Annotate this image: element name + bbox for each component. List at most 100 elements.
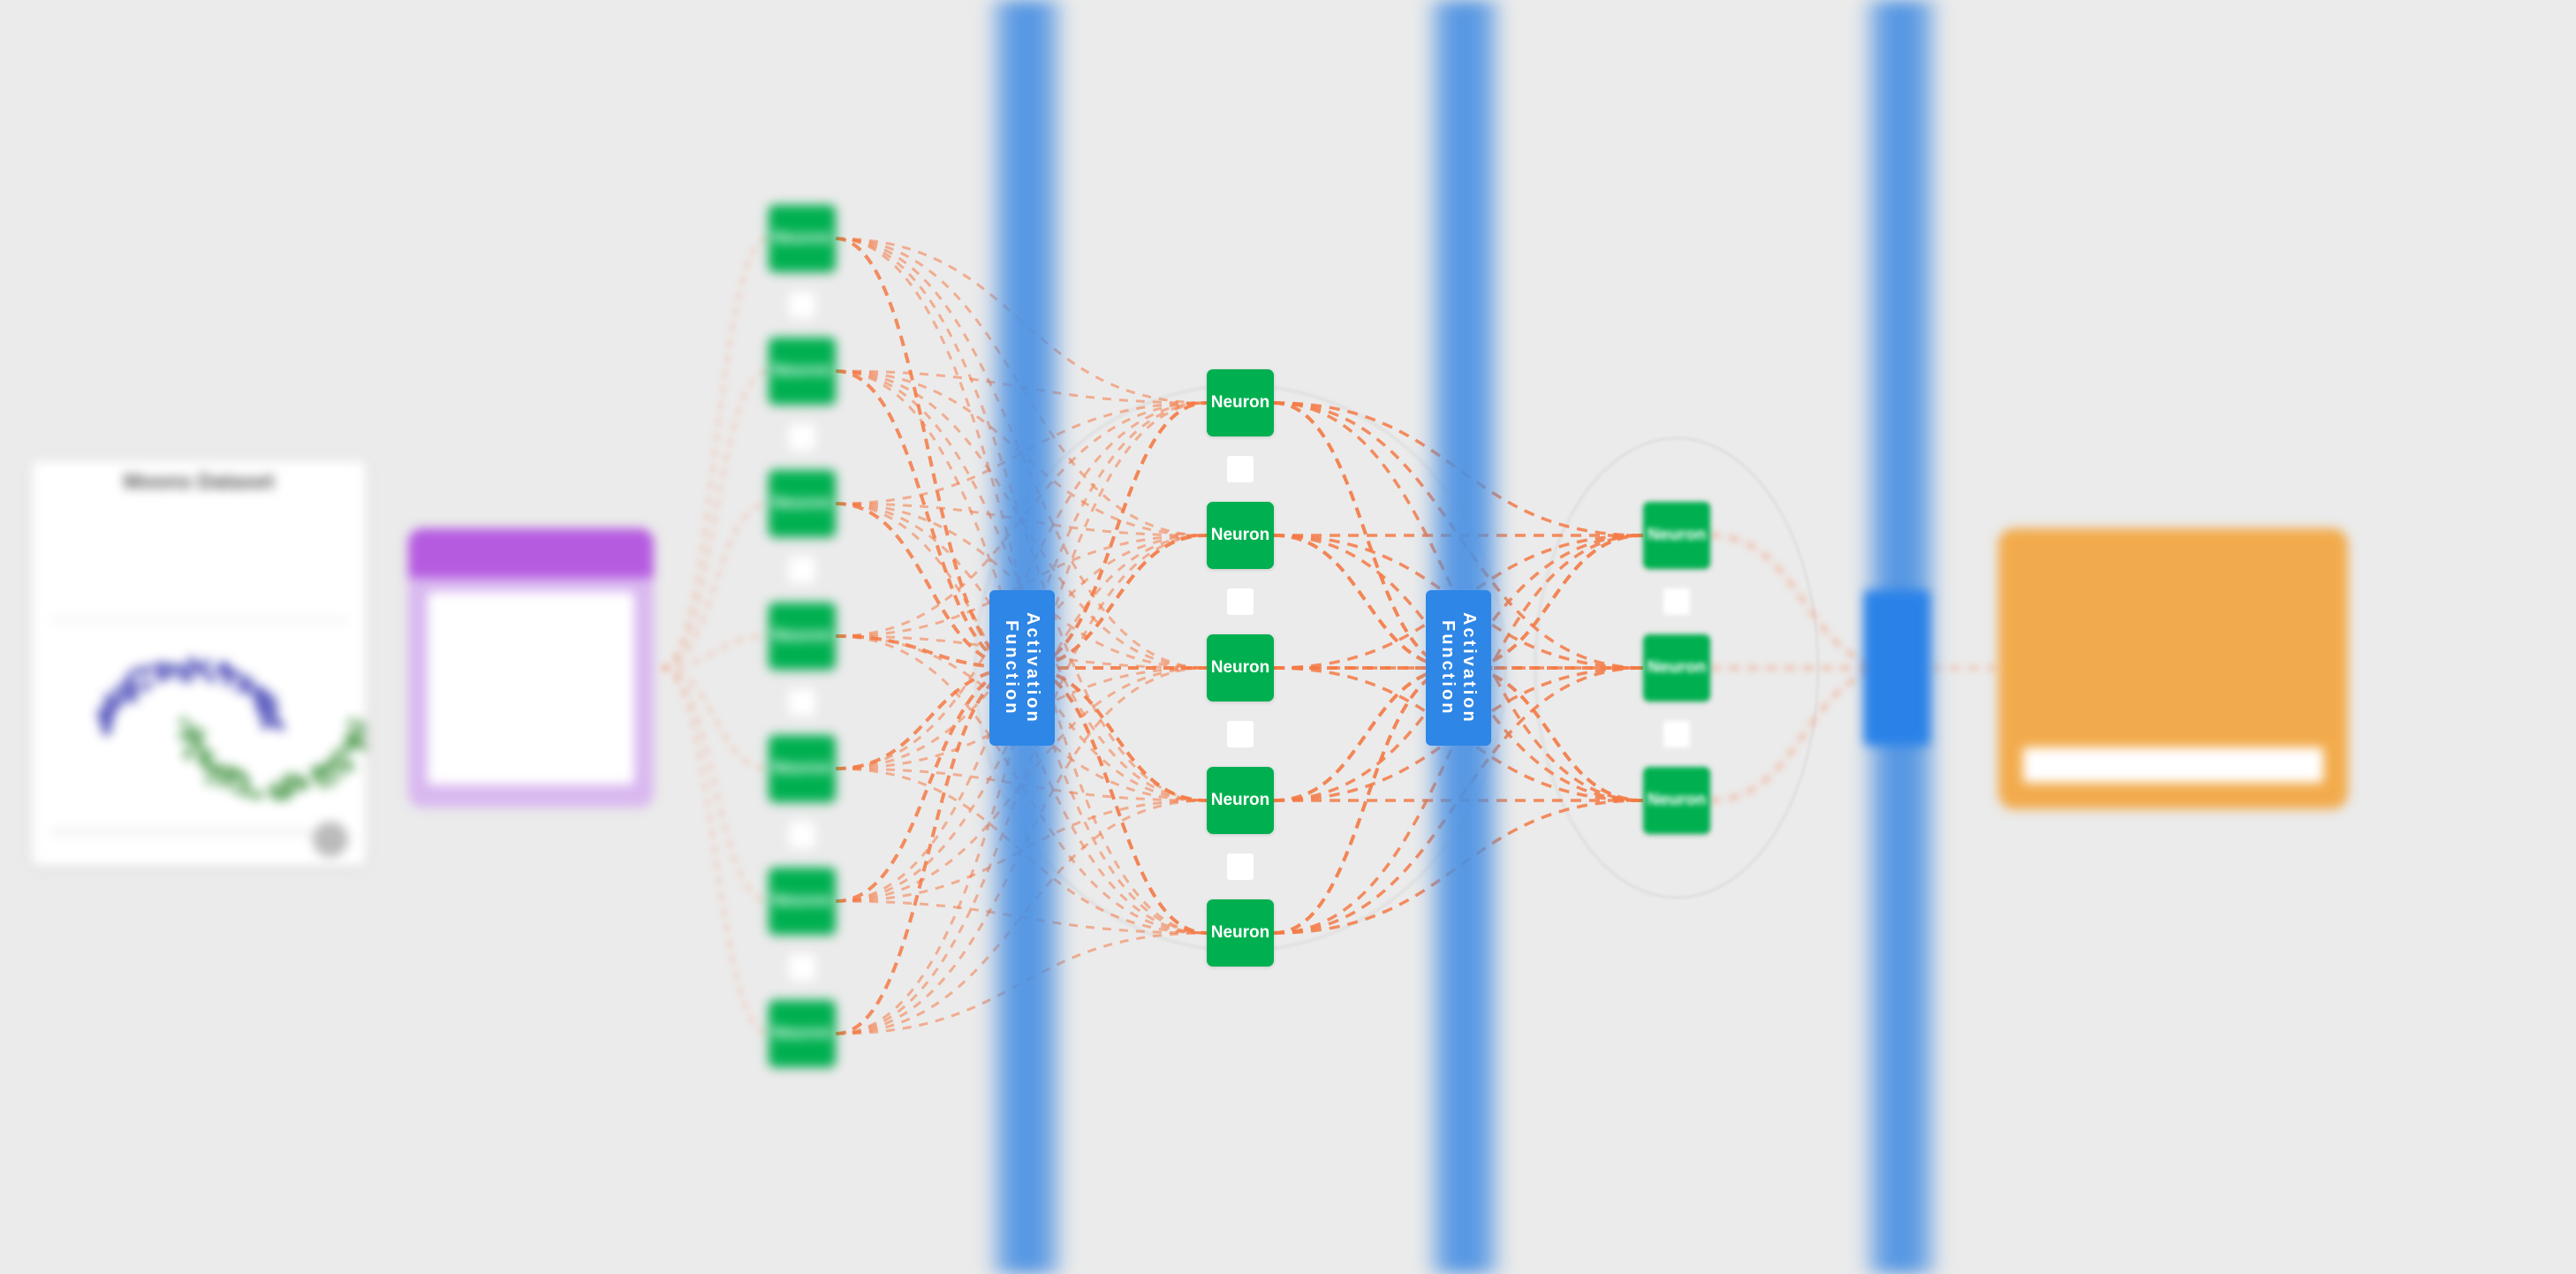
scatter-point: [202, 658, 212, 668]
connection-edge: [835, 666, 1208, 903]
scatter-point: [139, 668, 148, 678]
neuron-spacer: [1663, 721, 1690, 747]
scatter-point: [357, 728, 366, 738]
scatter-point: [234, 684, 244, 694]
scatter-point: [262, 705, 272, 715]
neuron-node: Neuron: [769, 205, 836, 272]
input-layer-title: [408, 528, 654, 578]
neuron-node: Neuron: [1207, 502, 1274, 569]
scatter-point: [145, 664, 155, 673]
scatter-point: [283, 773, 292, 783]
scatter-point: [230, 784, 239, 793]
connection-edge: [660, 237, 769, 670]
activation-function-box-2: Activation Function: [1426, 590, 1491, 746]
scatter-point: [216, 763, 225, 773]
neuron-node: Neuron: [769, 337, 836, 405]
dataset-card: Moons Dataset: [32, 461, 366, 866]
scatter-point: [143, 679, 153, 689]
connection-edge: [660, 666, 769, 770]
scatter-point: [244, 686, 254, 695]
neuron-spacer: [789, 689, 815, 716]
scatter-point: [279, 792, 289, 802]
connection-edge: [835, 237, 1208, 670]
scatter-point: [112, 686, 122, 695]
neuron-spacer: [1663, 588, 1690, 615]
connection-edge: [660, 369, 769, 670]
scatter-point: [327, 777, 337, 786]
activation-function-box-3: [1864, 590, 1929, 746]
scatter-point: [128, 694, 138, 704]
scatter-point: [178, 717, 188, 726]
scatter-point: [201, 669, 211, 679]
scatter-point: [104, 701, 114, 711]
scatter-point: [331, 749, 341, 759]
scatter-point: [99, 718, 109, 728]
neuron-node: Neuron: [769, 603, 836, 670]
scatter-point: [161, 662, 170, 671]
neuron-node: Neuron: [769, 470, 836, 537]
scatter-point: [118, 682, 128, 692]
scatter-point: [165, 670, 175, 679]
scatter-point: [253, 695, 262, 705]
scatter-point: [292, 772, 302, 782]
neuron-node: Neuron: [769, 868, 836, 935]
output-layer-box: [1998, 528, 2348, 809]
neuron-node: Neuron: [1643, 767, 1710, 834]
activation-function-label: Activation Function: [1438, 611, 1479, 724]
scatter-point: [297, 782, 307, 792]
neuron-node: Neuron: [1207, 899, 1274, 967]
scatter-point: [103, 694, 113, 704]
scatter-point: [201, 762, 210, 771]
neuron-spacer: [789, 954, 815, 981]
connection-edge: [835, 534, 1208, 1035]
scatter-point: [122, 691, 132, 701]
connection-edge: [835, 799, 1208, 903]
scatter-point: [233, 670, 243, 679]
moons-scatter: [51, 619, 366, 857]
scatter-point: [186, 723, 196, 732]
scatter-point: [249, 790, 259, 800]
neuron-spacer: [789, 557, 815, 583]
scatter-point: [218, 661, 228, 671]
connection-edge: [835, 401, 1208, 903]
connection-edge: [835, 502, 1208, 802]
neuron-spacer: [789, 822, 815, 848]
input-layer-body: [428, 592, 634, 785]
neuron-spacer: [1227, 853, 1254, 880]
input-layer-box: [408, 528, 654, 808]
scatter-point: [329, 758, 338, 768]
connection-edge: [835, 502, 1208, 935]
scatter-point: [225, 666, 235, 676]
connection-edge: [660, 634, 769, 670]
connection-edge: [835, 799, 1208, 1035]
connection-edge: [835, 534, 1208, 770]
scatter-point: [114, 694, 124, 704]
magnifier-icon[interactable]: [313, 822, 348, 857]
output-value-bar: [2023, 747, 2323, 783]
output-layer-title: [1998, 534, 2348, 578]
scatter-point: [207, 675, 216, 685]
scatter-point: [319, 779, 329, 789]
connection-edge: [835, 237, 1208, 935]
scatter-point: [239, 678, 249, 687]
connection-edge: [835, 401, 1208, 638]
scatter-point: [242, 784, 252, 793]
scatter-point: [193, 740, 203, 750]
neuron-node: Neuron: [769, 735, 836, 802]
scatter-point: [239, 773, 249, 783]
neuron-spacer: [1227, 588, 1254, 615]
scatter-point: [315, 763, 325, 773]
scatter-point: [263, 695, 273, 705]
connection-edge: [835, 369, 1023, 670]
scatter-point: [286, 785, 296, 795]
connection-edge: [835, 634, 1208, 935]
scatter-point: [261, 721, 270, 731]
connection-edge: [660, 666, 769, 903]
scatter-point: [272, 717, 282, 726]
scatter-point: [350, 734, 360, 744]
scatter-point: [228, 768, 238, 777]
neuron-node: Neuron: [1207, 369, 1274, 436]
scatter-point: [280, 779, 290, 789]
scatter-point: [205, 749, 215, 759]
